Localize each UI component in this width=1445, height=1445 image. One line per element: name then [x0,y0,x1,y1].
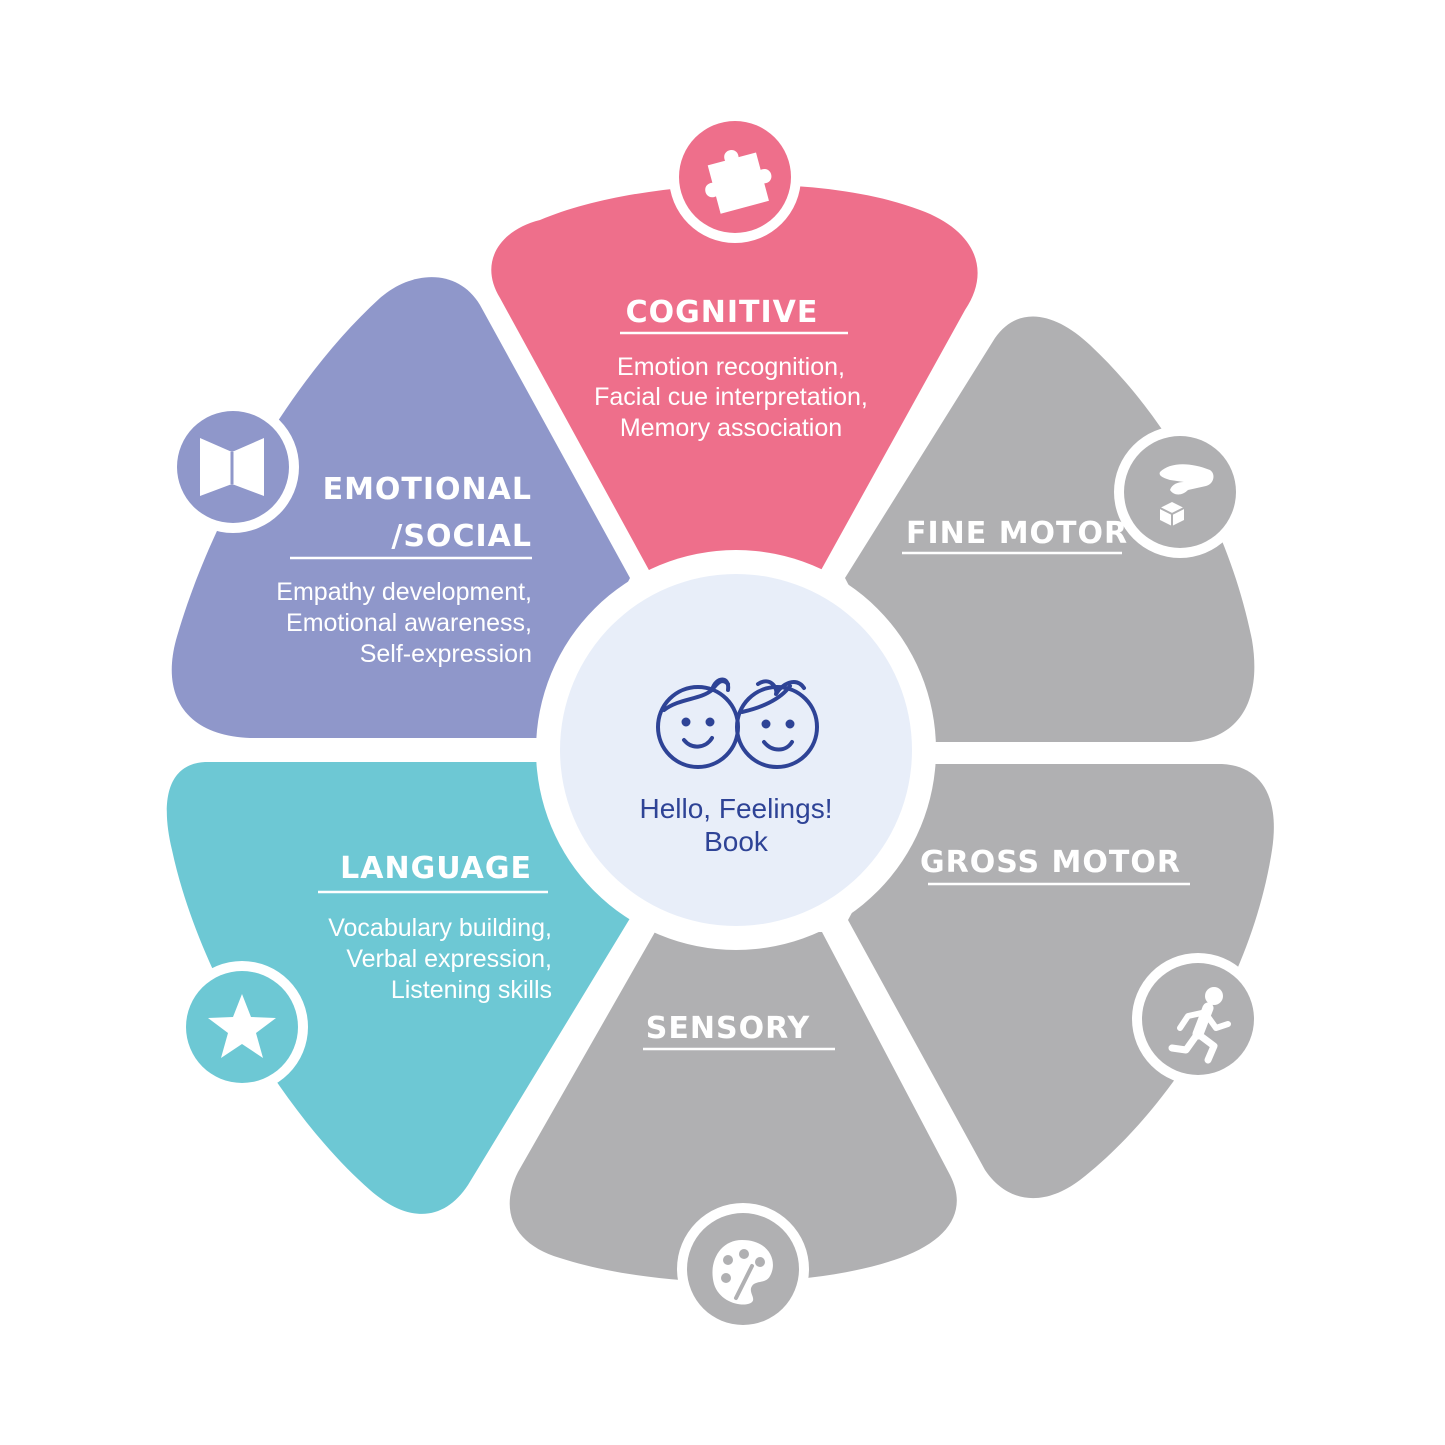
two-kids-faces-icon [656,677,819,769]
cognitive-line-3: Memory association [620,414,842,442]
hand-picking-block-icon [1159,464,1214,526]
cognitive-title: COGNITIVE [626,295,819,330]
petal-cognitive-shape [491,184,978,572]
gross-motor-badge [1132,953,1264,1085]
language-line-1: Vocabulary building, [328,914,552,942]
sensory-title: SENSORY [646,1011,811,1046]
emotional-line-2: Emotional awareness, [286,609,532,637]
petal-sensory-shape [509,932,957,1282]
language-title: LANGUAGE [340,851,532,886]
cognitive-line-2: Facial cue interpretation, [594,383,868,411]
petal-gross-motor [848,764,1274,1199]
open-book-icon [200,438,264,496]
language-line-2: Verbal expression, [346,945,552,973]
paint-palette-icon [712,1240,773,1305]
center-title-line1: Hello, Feelings! [640,793,833,824]
emotional-title-line1: EMOTIONAL [323,472,532,507]
center-title-line2: Book [704,826,769,857]
petal-language-shape [166,762,632,1214]
emotional-line-1: Empathy development, [276,578,532,606]
center-circle [560,574,912,926]
petal-fine-motor-shape [845,316,1255,742]
running-person-icon [1168,987,1231,1064]
language-badge [176,961,308,1093]
puzzle-piece-icon [705,150,772,214]
petal-language [166,762,632,1214]
petal-fine-motor [845,316,1255,742]
petal-sensory [509,932,957,1282]
sensory-badge [677,1203,809,1335]
petal-gross-motor-shape [848,764,1274,1199]
petal-cognitive [491,184,978,572]
petal-emotional-social [171,277,630,738]
emotional-title-line2: /SOCIAL [391,519,532,554]
fine-motor-badge [1114,426,1246,558]
emotional-badge [167,401,299,533]
language-line-3: Listening skills [391,976,552,1004]
petal-emotional-social-shape [171,277,630,738]
cognitive-badge [669,111,801,243]
emotional-line-3: Self-expression [360,640,532,668]
star-icon [208,994,276,1058]
fine-motor-title: FINE MOTOR [906,516,1128,551]
gross-motor-title: GROSS MOTOR [920,845,1181,880]
cognitive-line-1: Emotion recognition, [617,353,845,381]
